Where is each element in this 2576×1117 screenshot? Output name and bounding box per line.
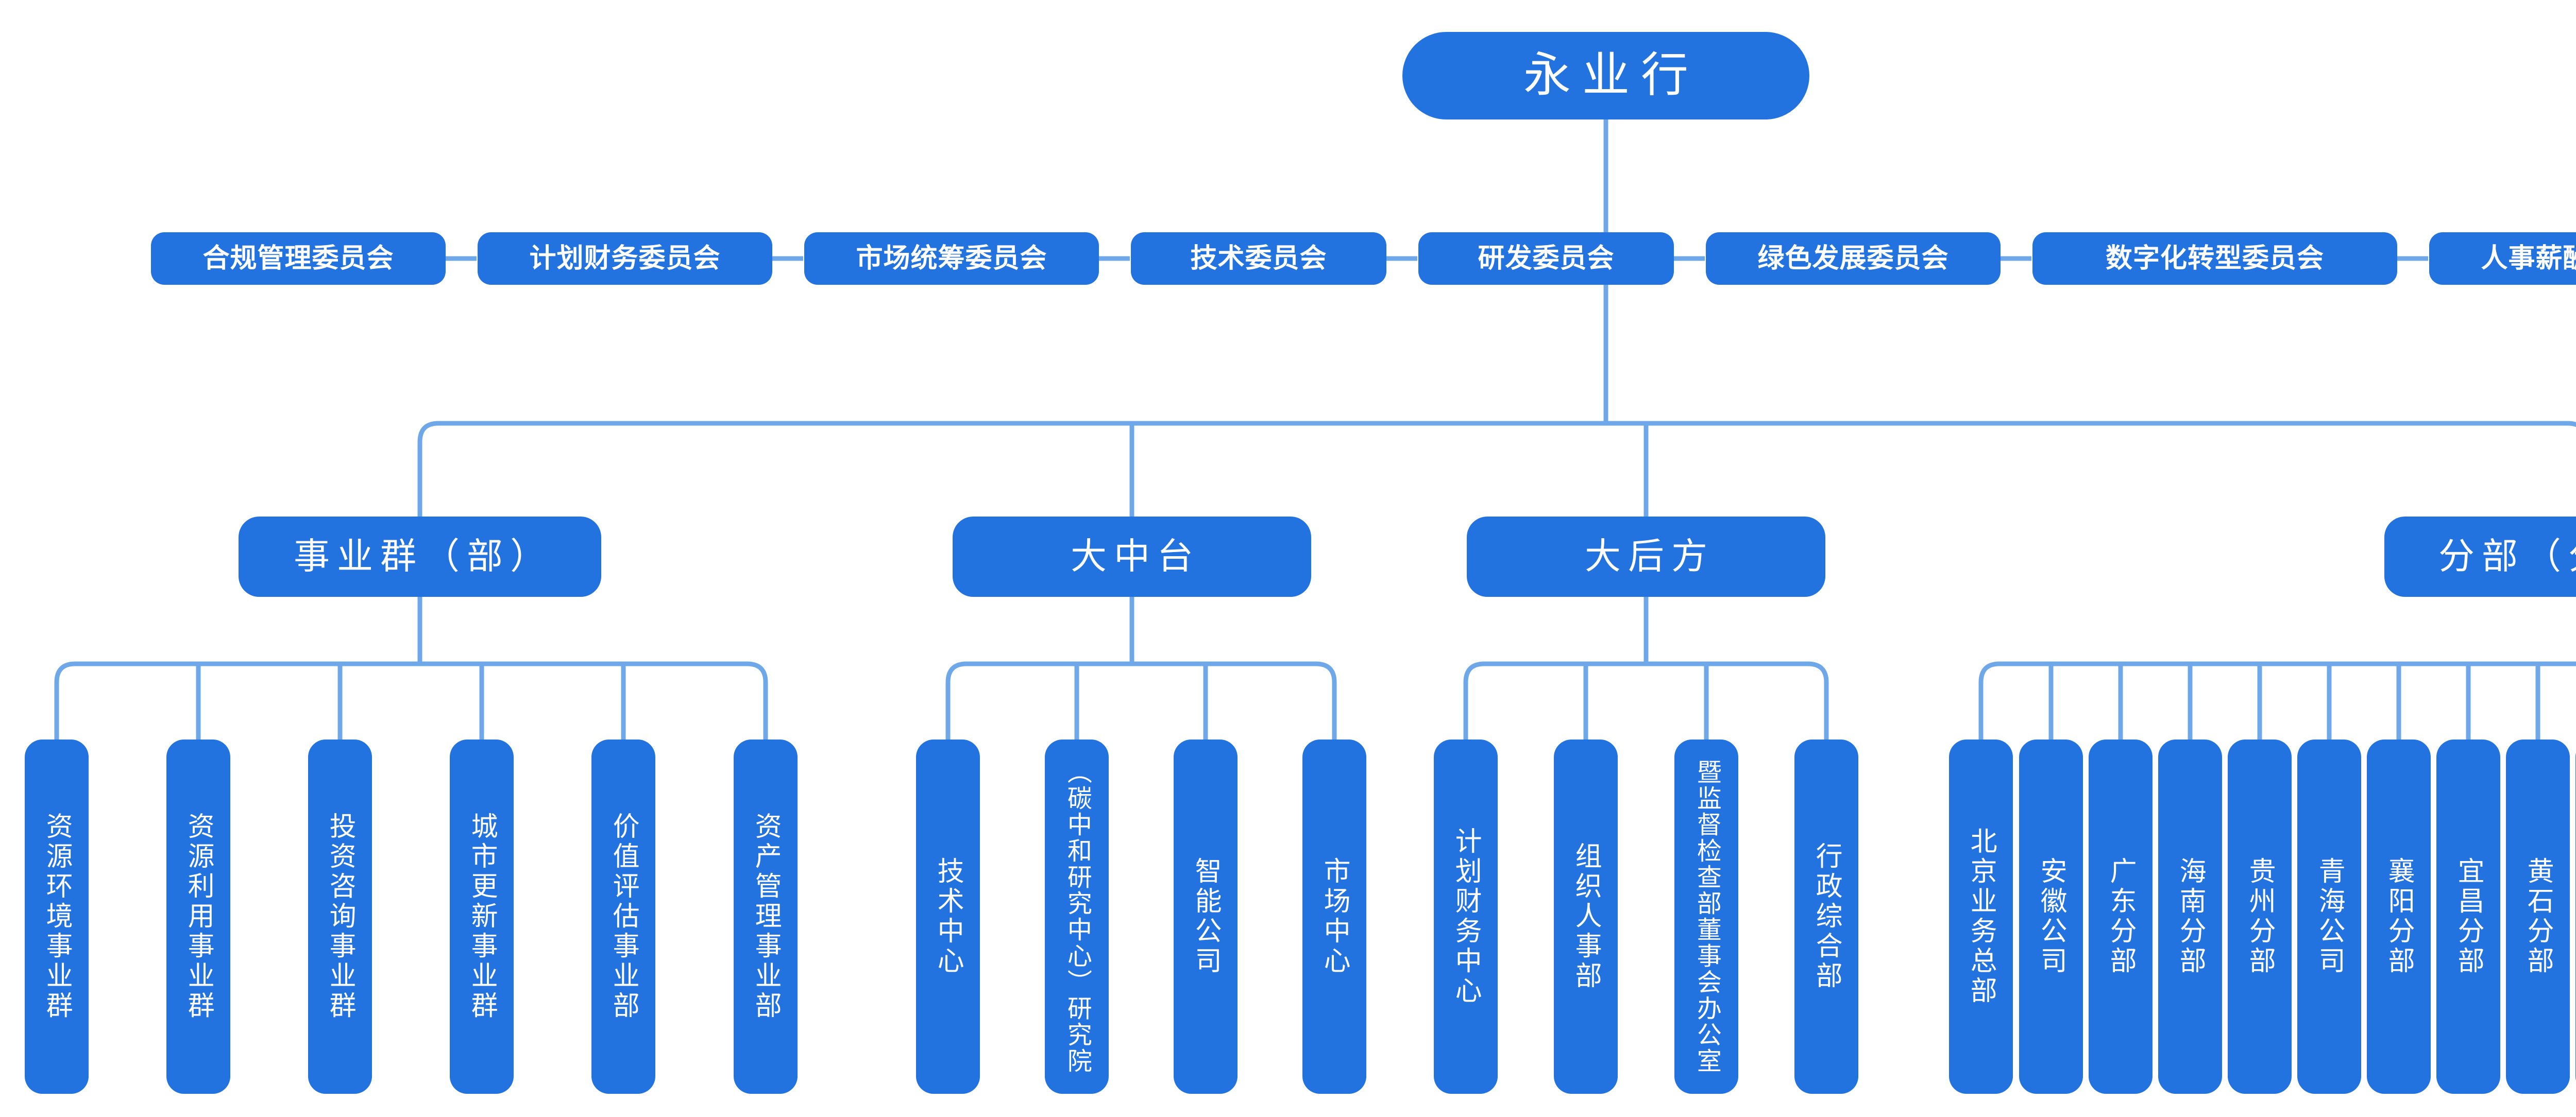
wire-mp-bus [945, 661, 1337, 740]
division-node-middle-platform[interactable]: 大中台 [953, 517, 1311, 597]
leaf-business-group-0[interactable]: 资源环境事业群 [25, 740, 89, 1094]
root-node[interactable]: 永业行 [1402, 32, 1809, 119]
committee-node-0[interactable]: 合规管理委员会 [151, 232, 446, 285]
leaf-branch-0[interactable]: 北京业务总部 [1949, 740, 2013, 1094]
leaf-branch-7[interactable]: 宜昌分部 [2436, 740, 2500, 1094]
leaf-back-office-1[interactable]: 组织人事部 [1554, 740, 1618, 1094]
leaf-branch-6[interactable]: 襄阳分部 [2367, 740, 2431, 1094]
leaf-branch-5[interactable]: 青海公司 [2297, 740, 2361, 1094]
leaf-back-office-0[interactable]: 计划财务中心 [1434, 740, 1498, 1094]
leaf-text-col-right: 暨监督检查部 [1692, 759, 1720, 917]
wire-bo-bus [1463, 661, 1829, 740]
leaf-middle-platform-2[interactable]: 智能公司 [1174, 740, 1238, 1094]
committee-node-6[interactable]: 数字化转型委员会 [2032, 232, 2397, 285]
committee-node-2[interactable]: 市场统筹委员会 [804, 232, 1099, 285]
leaf-branch-8[interactable]: 黄石分部 [2506, 740, 2570, 1094]
committee-node-5[interactable]: 绿色发展委员会 [1706, 232, 2001, 285]
wire-division-bus [417, 421, 2576, 517]
leaf-back-office-3[interactable]: 行政综合部 [1794, 740, 1858, 1094]
leaf-business-group-4[interactable]: 价值评估事业部 [591, 740, 655, 1094]
leaf-middle-platform-0[interactable]: 技术中心 [916, 740, 980, 1094]
leaf-branch-3[interactable]: 海南分部 [2158, 740, 2222, 1094]
committee-node-3[interactable]: 技术委员会 [1131, 232, 1386, 285]
leaf-middle-platform-1[interactable]: （碳中和研究中心） 研究院 [1045, 740, 1109, 1094]
leaf-business-group-1[interactable]: 资源利用事业群 [166, 740, 230, 1094]
committee-node-1[interactable]: 计划财务委员会 [478, 232, 772, 285]
division-node-branches[interactable]: 分部（分公司） [2384, 517, 2576, 597]
division-node-back-office[interactable]: 大后方 [1467, 517, 1825, 597]
leaf-back-office-2[interactable]: 暨监督检查部 董事会办公室 [1674, 740, 1738, 1094]
division-node-business-group[interactable]: 事业群（部） [239, 517, 601, 597]
leaf-text-col-right: （碳中和研究中心） [1063, 759, 1091, 995]
wire-bg-bus [54, 661, 768, 740]
committee-node-7[interactable]: 人事薪酬委员会 [2429, 232, 2576, 285]
leaf-branch-2[interactable]: 广东分部 [2089, 740, 2153, 1094]
wire-br-bus [1978, 661, 2576, 740]
leaf-business-group-2[interactable]: 投资咨询事业群 [308, 740, 372, 1094]
leaf-middle-platform-3[interactable]: 市场中心 [1302, 740, 1366, 1094]
leaf-business-group-5[interactable]: 资产管理事业部 [734, 740, 798, 1094]
leaf-business-group-3[interactable]: 城市更新事业群 [450, 740, 514, 1094]
leaf-branch-4[interactable]: 贵州分部 [2228, 740, 2292, 1094]
leaf-branch-1[interactable]: 安徽公司 [2019, 740, 2083, 1094]
leaf-text-col-left: 研究院 [1063, 995, 1091, 1074]
leaf-text-col-left: 董事会办公室 [1692, 917, 1720, 1074]
committee-node-4[interactable]: 研发委员会 [1418, 232, 1674, 285]
